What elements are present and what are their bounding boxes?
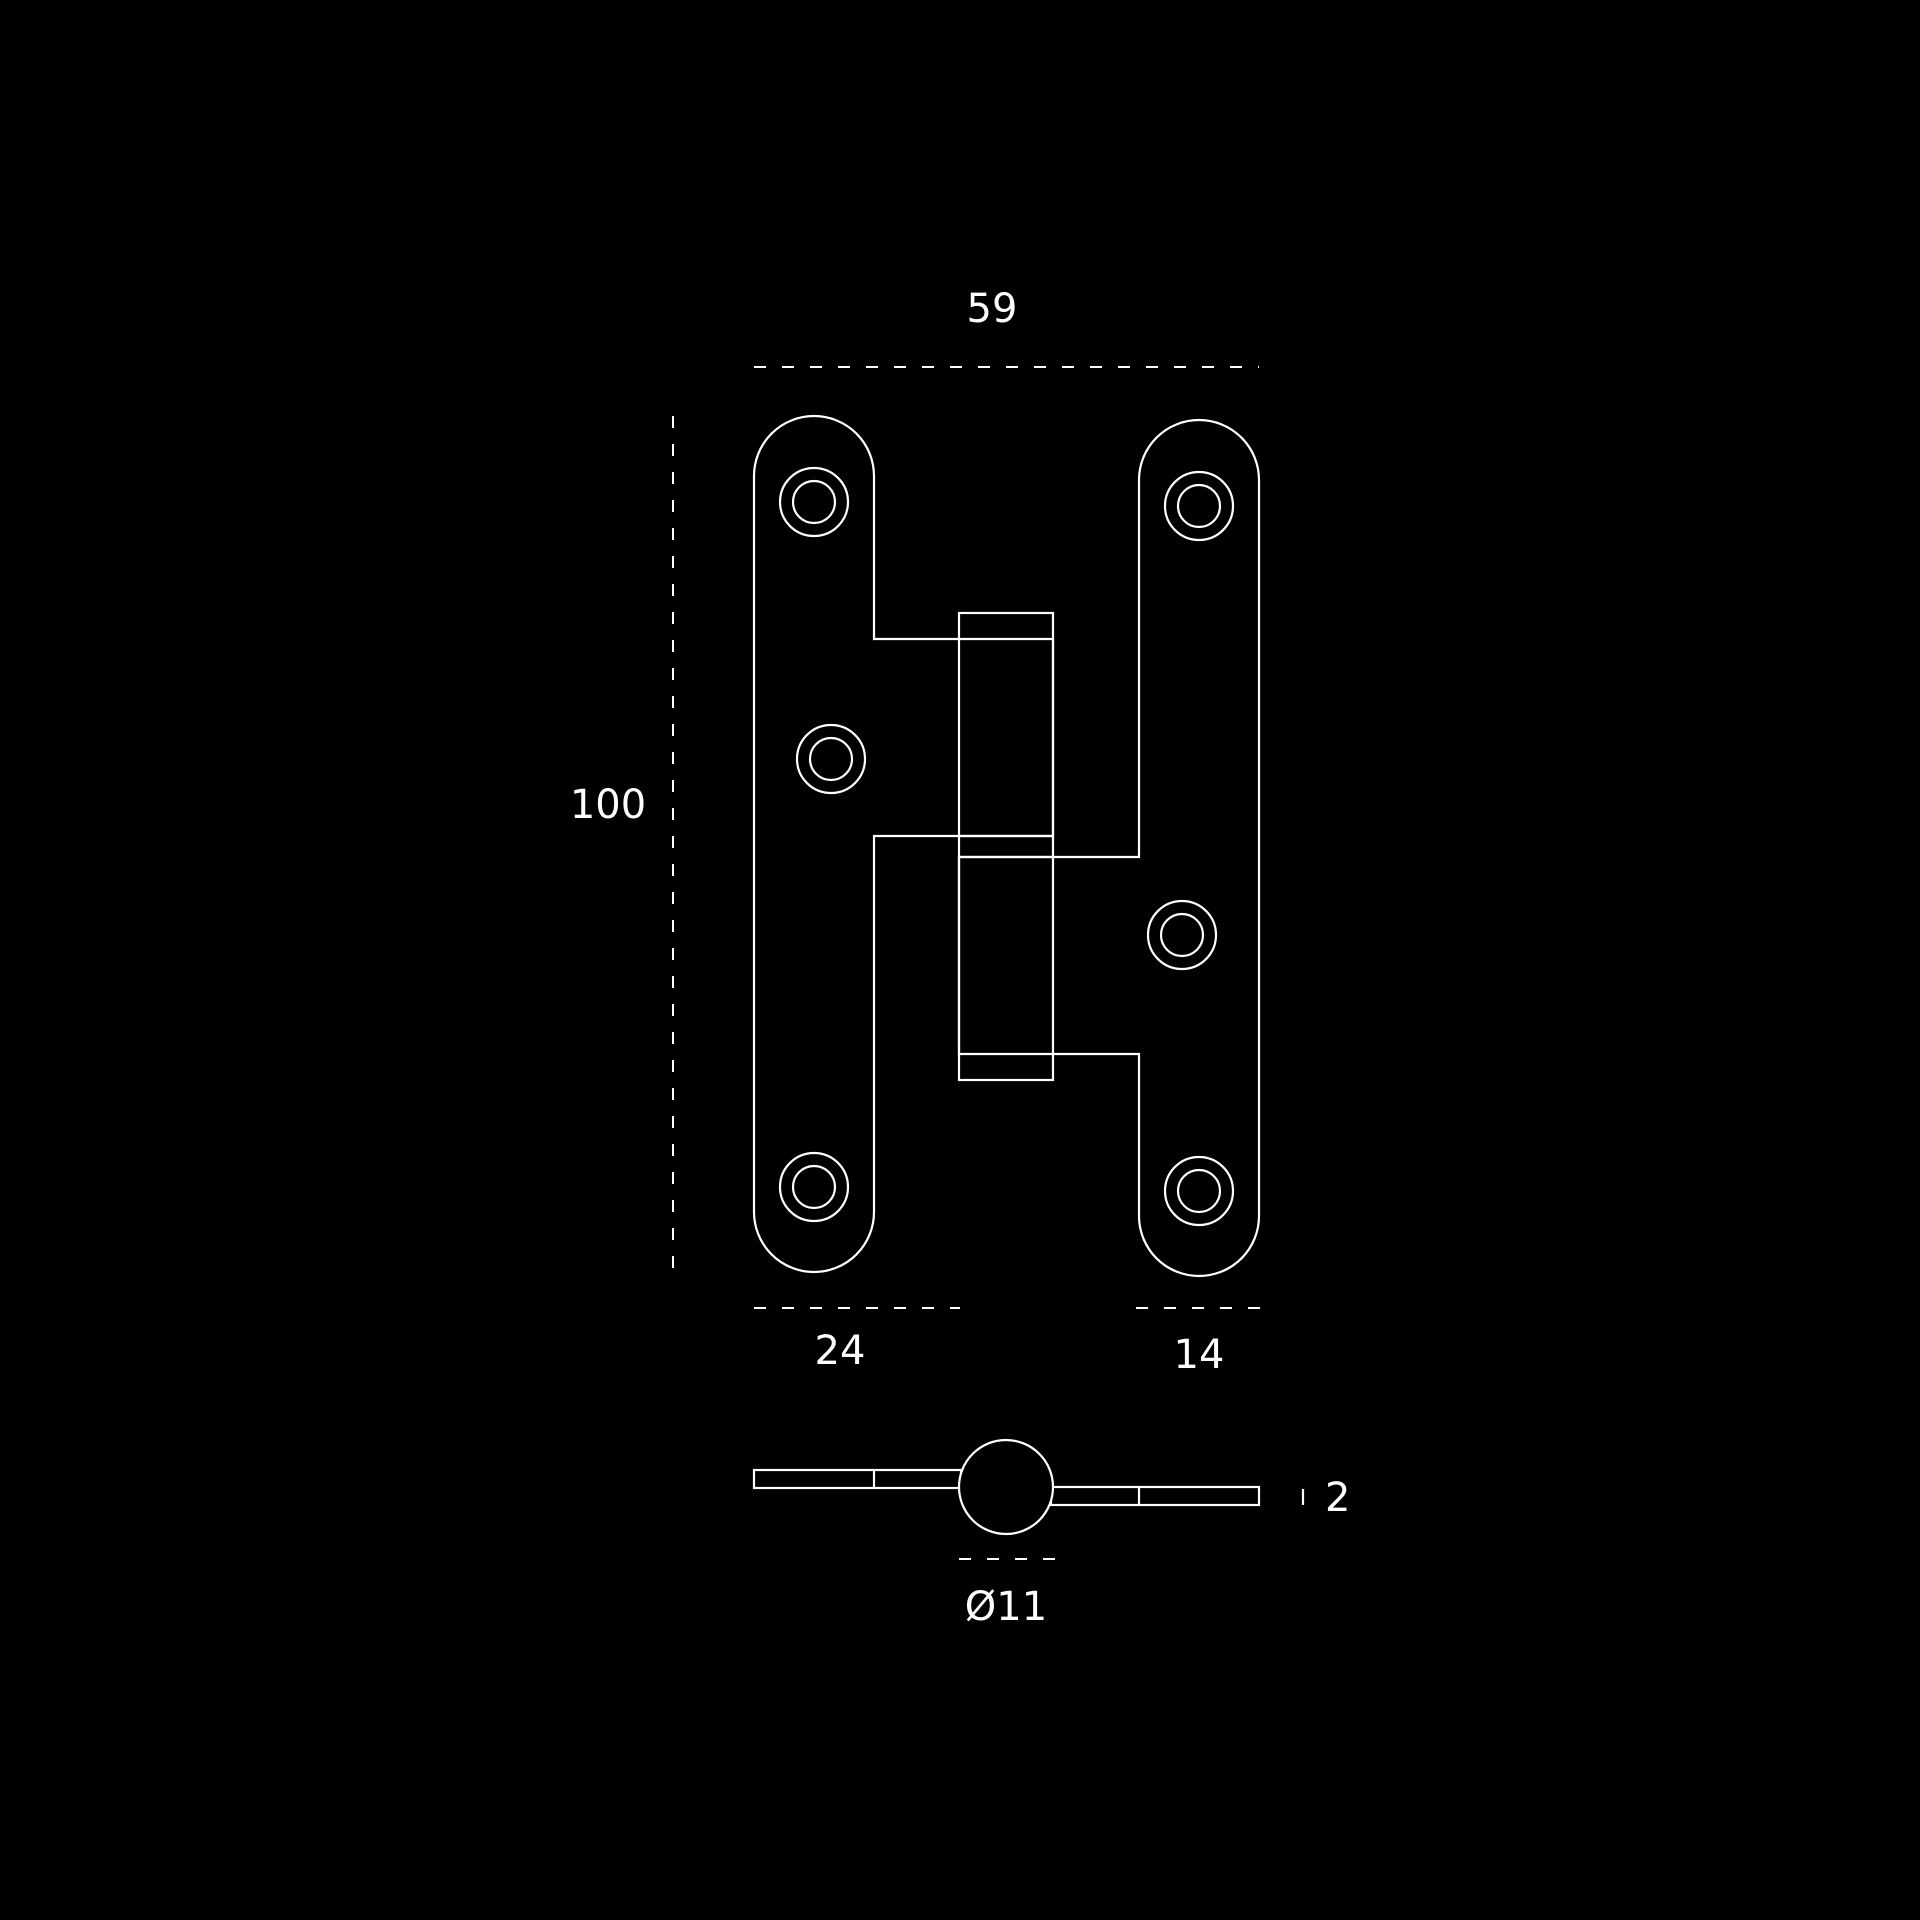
- screw-hole: [778, 466, 850, 538]
- dimension-overall-width: 59: [754, 286, 1259, 368]
- knuckle-section: [957, 1438, 1055, 1536]
- hinge-front-view: [752, 414, 1261, 1278]
- dimension-left-leaf-width: 24: [754, 1307, 960, 1374]
- dimension-knuckle-diameter: Ø11: [959, 1558, 1055, 1630]
- right-leaf-width-label: 14: [1174, 1332, 1225, 1378]
- screw-hole: [795, 723, 867, 795]
- right-leaf: [957, 418, 1261, 1278]
- hinge-knuckle: [957, 611, 1055, 1082]
- dimension-height: 100: [570, 416, 674, 1272]
- screw-hole: [778, 1151, 850, 1223]
- thickness-label: 2: [1325, 1475, 1350, 1521]
- dimension-right-leaf-width: 14: [1136, 1307, 1262, 1378]
- right-leaf-section: [1049, 1485, 1261, 1507]
- overall-width-label: 59: [967, 286, 1018, 332]
- left-leaf-width-label: 24: [815, 1328, 866, 1374]
- screw-hole: [1163, 1155, 1235, 1227]
- screw-hole: [1163, 470, 1235, 542]
- dimension-thickness: 2: [1301, 1475, 1350, 1521]
- screw-hole: [1146, 899, 1218, 971]
- left-leaf: [752, 414, 1055, 1274]
- left-leaf-section: [752, 1468, 963, 1490]
- hinge-top-view: [752, 1438, 1261, 1536]
- knuckle-diameter-label: Ø11: [965, 1584, 1047, 1630]
- height-label: 100: [570, 782, 646, 828]
